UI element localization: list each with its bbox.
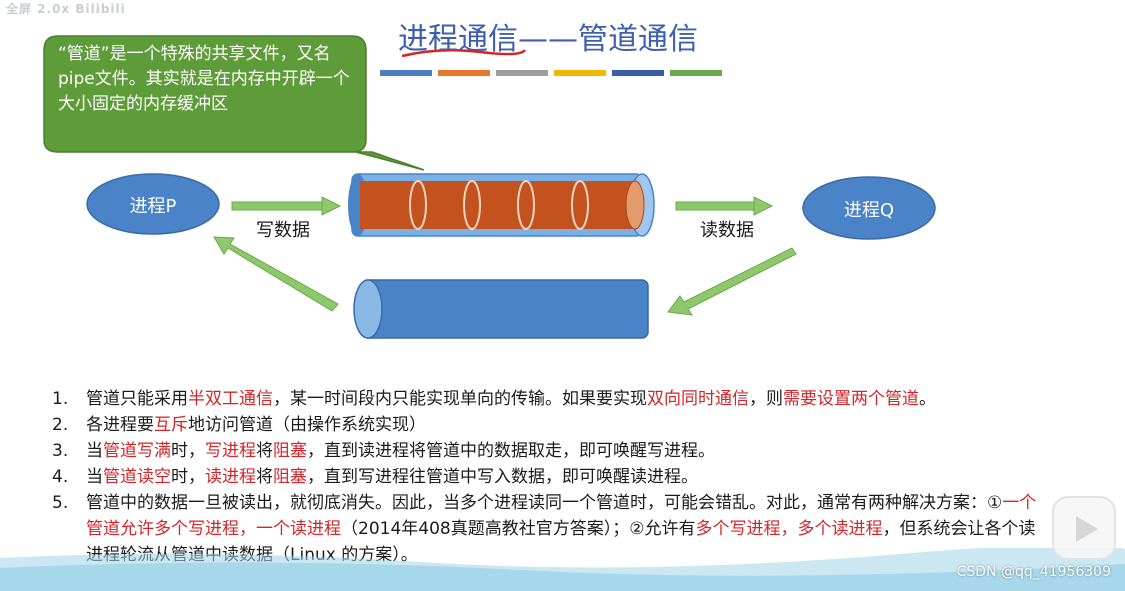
callout-text: “管道”是一个特殊的共享文件，又名pipe文件。其实就是在内存中开辟一个大小固定… [58, 44, 350, 114]
process-q-ellipse [802, 176, 936, 240]
color-bar-2 [438, 70, 490, 76]
list-item: 4.当管道读空时，读进程将阻塞，直到写进程往管道中写入数据，即可唤醒读进程。 [52, 467, 698, 487]
process-p-label: 进程P [129, 196, 177, 217]
bottom-pipe-end [353, 279, 383, 339]
color-bar-1 [380, 70, 432, 76]
bottom-pipe [361, 279, 649, 339]
list-item: 2.各进程要互斥地访问管道（由操作系统实现） [52, 415, 426, 435]
return-arrow-right [667, 247, 797, 316]
read-data-label: 读数据 [700, 220, 754, 241]
list-item: 3.当管道写满时，写进程将阻塞，直到读进程将管道中的数据取走，即可唤醒写进程。 [52, 441, 715, 461]
read-arrow [675, 196, 774, 216]
top-pipe-data [360, 181, 635, 229]
color-bar-3 [496, 70, 548, 76]
csdn-watermark: CSDN @qq_41956309 [956, 564, 1111, 580]
color-bar-4 [554, 70, 606, 76]
callout-bubble [43, 35, 425, 171]
top-bar: 全屏 2.0x Bilibili [0, 0, 1125, 16]
play-icon [1076, 516, 1098, 542]
color-bar-strip [380, 70, 722, 76]
process-p-ellipse [86, 173, 220, 235]
rules-list: 1.管道只能采用半双工通信，某一时间段内只能实现单向的传输。如果要实现双向同时通… [48, 386, 1048, 568]
process-q-label: 进程Q [843, 200, 895, 221]
pipe-diagram [43, 35, 936, 339]
list-item: 5.管道中的数据一旦被读出，就彻底消失。因此，当多个进程读同一个管道时，可能会错… [52, 493, 1037, 565]
top-watermark: 全屏 2.0x Bilibili [6, 2, 126, 16]
color-bar-6 [670, 70, 722, 76]
color-bar-5 [612, 70, 664, 76]
return-arrow-left [213, 236, 339, 312]
play-button[interactable] [1052, 496, 1116, 560]
write-arrow [231, 196, 342, 216]
list-item: 1.管道只能采用半双工通信，某一时间段内只能实现单向的传输。如果要实现双向同时通… [52, 389, 936, 409]
write-data-label: 写数据 [256, 220, 310, 241]
bottom-wave-decoration [0, 548, 1125, 591]
